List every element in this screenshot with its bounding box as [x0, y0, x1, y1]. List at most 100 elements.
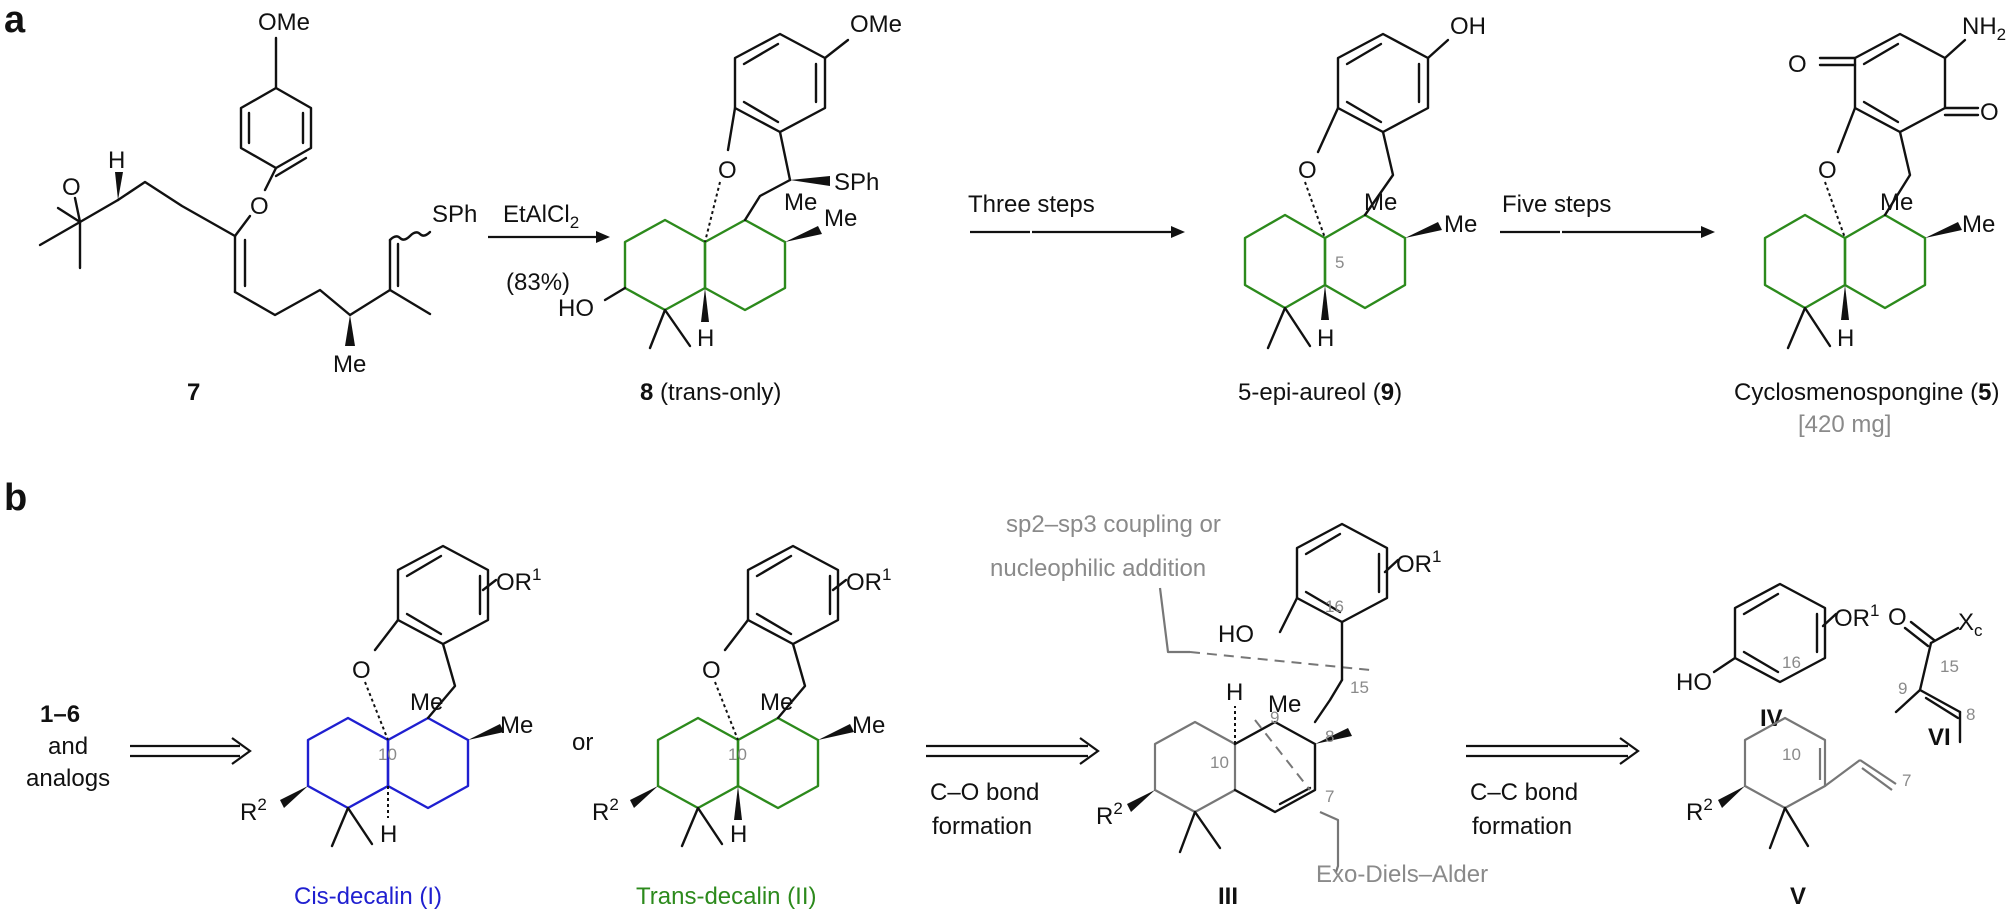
compound-5-structure: O O NH2 O Me Me H	[1763, 13, 2006, 352]
panel-a-label: a	[4, 0, 26, 41]
h-label-8: H	[697, 325, 714, 352]
o-quinone-1: O	[1788, 51, 1807, 78]
compound-9-label: 5-epi-aureol (9)	[1238, 379, 1402, 406]
o-label-9: O	[1298, 157, 1317, 184]
me-label-IIIa: Me	[1268, 691, 1301, 718]
r2-label-I: R2	[240, 795, 267, 826]
locant-15-III: 15	[1350, 678, 1369, 697]
or1-label-II: OR1	[846, 565, 891, 596]
fragment-IV-structure: OR1 HO 16	[1676, 582, 1879, 696]
fragment-V-label: V	[1790, 883, 1806, 910]
nh2-label: NH2	[1962, 13, 2006, 44]
locant-9-VI: 9	[1898, 679, 1907, 698]
compound-III-structure: OR1 HO Me H R2 10 9 8 7 15 16	[1096, 522, 1441, 854]
ome-label-7: OMe	[258, 9, 310, 36]
o-label-8: O	[718, 157, 737, 184]
compound-9-structure: OH O Me Me H 5	[1243, 13, 1486, 352]
retro-arrow-3	[1466, 737, 1640, 765]
start-and-label: and	[48, 733, 88, 760]
o-quinone-2: O	[1980, 99, 1999, 126]
compound-8-label: 8 (trans-only)	[640, 379, 781, 406]
me-label-8b: Me	[824, 205, 857, 232]
reagent-label: EtAlCl2	[503, 201, 579, 232]
compound-7-label: 7	[187, 379, 200, 406]
me-label-5a: Me	[1880, 189, 1913, 216]
yield-label: (83%)	[506, 269, 570, 296]
o-label-7: O	[250, 193, 269, 220]
locant-10-II: 10	[728, 745, 747, 764]
h-label-5: H	[1837, 325, 1854, 352]
diels-alder-label: Exo-Diels–Alder	[1316, 861, 1488, 888]
ho-label-III: HO	[1218, 621, 1254, 648]
fragment-V-structure: 7 10 R2	[1686, 716, 1911, 850]
xc-label-VI: Xc	[1958, 609, 1983, 640]
five-steps-label: Five steps	[1502, 191, 1611, 218]
co-bond-line2: formation	[932, 813, 1032, 840]
locant-8-III: 8	[1325, 727, 1334, 746]
cis-decalin-structure: OR1 O Me Me R2 H 10	[240, 544, 541, 848]
r2-label-V: R2	[1686, 795, 1713, 826]
co-bond-line1: C–O bond	[930, 779, 1039, 806]
locant-10-III: 10	[1210, 753, 1229, 772]
h-label-7: H	[108, 147, 125, 174]
or1-label-III: OR1	[1396, 547, 1441, 578]
or1-label-I: OR1	[496, 565, 541, 596]
ho-label-IV: HO	[1676, 669, 1712, 696]
fragment-VI-label: VI	[1928, 724, 1951, 751]
me-label-IIb: Me	[852, 712, 885, 739]
start-compounds-label: 1–6	[40, 701, 80, 728]
locant-9-III: 9	[1270, 708, 1279, 727]
trans-decalin-label: Trans-decalin (II)	[636, 883, 817, 910]
retro-arrow-1	[130, 737, 252, 765]
three-steps-label: Three steps	[968, 191, 1095, 218]
compound-III-label: III	[1218, 883, 1238, 910]
sph-label-8: SPh	[834, 169, 879, 196]
h-label-II: H	[730, 821, 747, 848]
locant-16-III: 16	[1325, 597, 1344, 616]
locant-10-I: 10	[378, 745, 397, 764]
me-label-9b: Me	[1444, 211, 1477, 238]
me-label-7: Me	[333, 351, 366, 378]
o-label-II: O	[702, 657, 721, 684]
trans-decalin-structure: OR1 O Me Me R2 H 10	[592, 544, 891, 848]
locant-8-VI: 8	[1966, 705, 1975, 724]
r2-label-II: R2	[592, 795, 619, 826]
retro-arrow-2	[926, 737, 1100, 765]
coupling-line1: sp2–sp3 coupling or	[1006, 511, 1221, 538]
h-label-I: H	[380, 821, 397, 848]
h-label-9: H	[1317, 325, 1334, 352]
h-label-III: H	[1226, 679, 1243, 706]
me-label-8a: Me	[784, 189, 817, 216]
o-label-5: O	[1818, 157, 1837, 184]
locant-16-IV: 16	[1782, 653, 1801, 672]
scale-label: [420 mg]	[1798, 411, 1891, 438]
locant-5: 5	[1335, 253, 1344, 272]
oh-label-9: OH	[1450, 13, 1486, 40]
locant-7-V: 7	[1902, 771, 1911, 790]
cc-bond-line2: formation	[1472, 813, 1572, 840]
or1-label-IV: OR1	[1834, 601, 1879, 632]
locant-7-III: 7	[1325, 787, 1334, 806]
me-label-5b: Me	[1962, 211, 1995, 238]
me-label-Ia: Me	[410, 689, 443, 716]
coupling-line2: nucleophilic addition	[990, 555, 1206, 582]
panel-b-label: b	[4, 477, 27, 519]
me-label-IIa: Me	[760, 689, 793, 716]
sph-label-7: SPh	[432, 201, 477, 228]
compound-7-structure: OMe O SPh Me O H	[38, 9, 477, 378]
cis-decalin-label: Cis-decalin (I)	[294, 883, 442, 910]
o-label-I: O	[352, 657, 371, 684]
fragment-IV-label: IV	[1760, 705, 1783, 732]
cc-bond-line1: C–C bond	[1470, 779, 1578, 806]
start-analogs-label: analogs	[26, 765, 110, 792]
compound-8-structure: OMe O Me SPh Me HO H	[558, 11, 902, 352]
r2-label-III: R2	[1096, 799, 1123, 830]
compound-5-label: Cyclosmenospongine (5)	[1734, 379, 1999, 406]
or-label: or	[572, 729, 593, 756]
o-epoxide-label: O	[62, 174, 81, 201]
o-label-VI: O	[1888, 604, 1907, 631]
ho-label-8: HO	[558, 295, 594, 322]
me-label-9a: Me	[1364, 189, 1397, 216]
locant-15-VI: 15	[1940, 657, 1959, 676]
